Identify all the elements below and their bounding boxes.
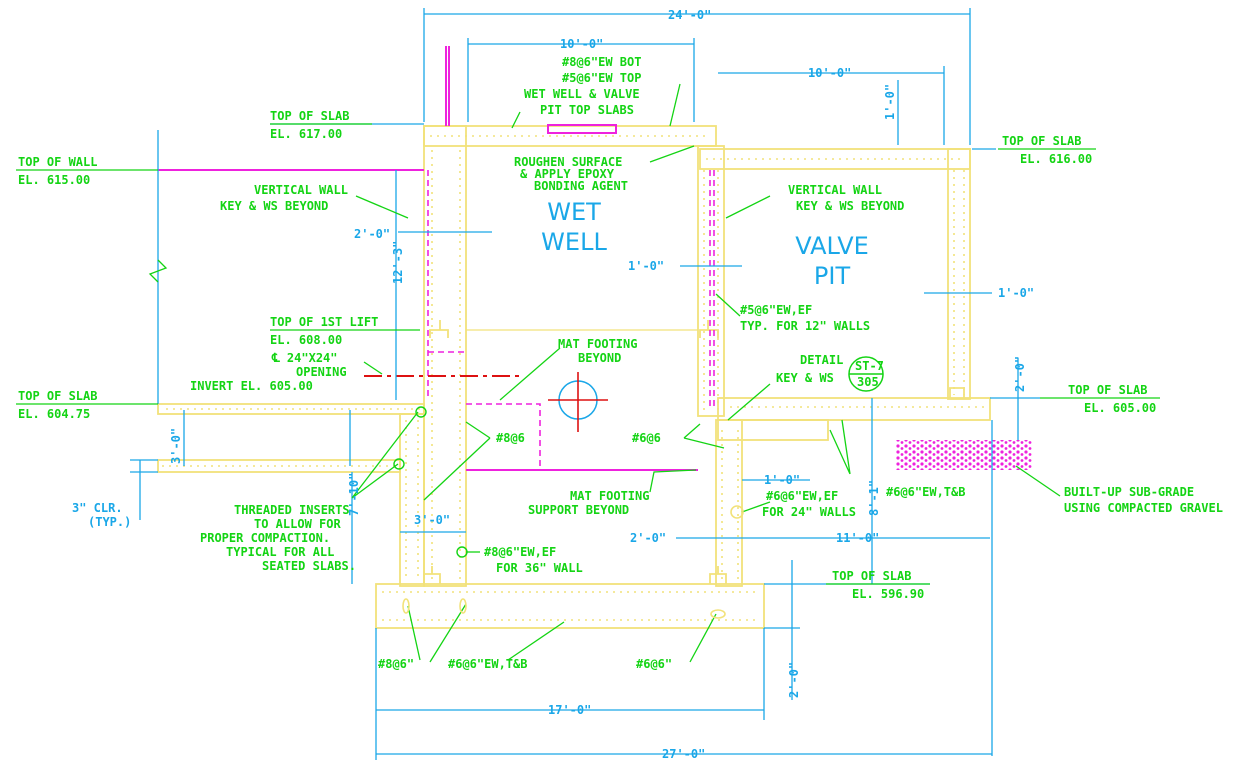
note-for36-1: #8@6"EW,EF <box>484 545 556 559</box>
elev-617-label: TOP OF SLAB <box>270 109 349 123</box>
dim-mid-wall: 1'-0" <box>628 259 664 273</box>
elev-608-label: TOP OF 1ST LIFT <box>270 315 378 329</box>
elev-596-value: EL. 596.90 <box>852 587 924 601</box>
note-threaded-4: TYPICAL FOR ALL <box>226 545 334 559</box>
note-opening-2: OPENING <box>296 365 347 379</box>
dimension-text: 24'-0" 10'-0" 10'-0" 1'-0" 2'-0" 12'-3" … <box>169 8 1034 761</box>
note-roughen-1: ROUGHEN SURFACE <box>514 155 622 169</box>
note-clr-1: 3" CLR. <box>72 501 123 515</box>
note-bar-8-6: #8@6 <box>496 431 525 445</box>
note-roughen-3: BONDING AGENT <box>534 179 628 193</box>
dim-lower-1ft: 1'-0" <box>764 473 800 487</box>
note-opening-1: ℄ 24"X24" <box>271 351 338 365</box>
pink-elements <box>158 46 1032 471</box>
dim-overall-bottom: 27'-0" <box>662 747 705 761</box>
elev-605-value: EL. 605.00 <box>1084 401 1156 415</box>
note-detail-2: KEY & WS <box>776 371 834 385</box>
note-detail-1: DETAIL <box>800 353 843 367</box>
note-vwall-left-1: VERTICAL WALL <box>254 183 348 197</box>
gravel-hatch <box>896 440 1032 470</box>
note-bar-6-6: #6@6 <box>632 431 661 445</box>
dim-overall-top: 24'-0" <box>668 8 711 22</box>
room-labels: WET WELL VALVE PIT <box>541 198 869 290</box>
note-bot-8: #8@6" <box>378 657 414 671</box>
note-top-rebar-4: PIT TOP SLABS <box>540 103 634 117</box>
note-top-rebar-1: #8@6"EW BOT <box>562 55 641 69</box>
note-vwall-right-2: KEY & WS BEYOND <box>796 199 904 213</box>
note-vwall-left-2: KEY & WS BEYOND <box>220 199 328 213</box>
detail-tag-top: ST-7 <box>855 359 884 373</box>
dim-valve-slab-thk: 1'-0" <box>883 84 897 120</box>
elev-605-label: TOP OF SLAB <box>1068 383 1147 397</box>
dim-eight: 8'-1" <box>867 480 881 516</box>
dim-bottom-3ft: 3'-0" <box>414 513 450 527</box>
leader-lines <box>148 83 1061 663</box>
elev-616-value: EL. 616.00 <box>1020 152 1092 166</box>
note-mat-support-1: MAT FOOTING <box>570 489 649 503</box>
notes: #8@6"EW BOT #5@6"EW TOP WET WELL & VALVE… <box>72 55 1223 671</box>
dim-footing-17: 17'-0" <box>548 703 591 717</box>
note-threaded-1: THREADED INSERTS <box>234 503 350 517</box>
dimension-lines <box>16 8 1160 760</box>
elev-617-value: EL. 617.00 <box>270 127 342 141</box>
note-typ12-1: #5@6"EW,EF <box>740 303 812 317</box>
note-threaded-2: TO ALLOW FOR <box>254 517 341 531</box>
note-mat-beyond-1: MAT FOOTING <box>558 337 637 351</box>
note-roughen-2: & APPLY EPOXY <box>520 167 615 181</box>
dim-left-10: 7'-10" <box>347 473 361 516</box>
elev-596-label: TOP OF SLAB <box>832 569 911 583</box>
dim-right-2ft: 2'-0" <box>1013 356 1027 392</box>
note-mat-support-2: SUPPORT BEYOND <box>528 503 629 517</box>
note-threaded-3: PROPER COMPACTION. <box>200 531 330 545</box>
dim-footing-2ft: 2'-0" <box>787 662 801 698</box>
dim-left-3ft: 3'-0" <box>169 428 183 464</box>
valve-pit-label-1: VALVE <box>795 232 869 260</box>
dim-eleven: 11'-0" <box>836 531 879 545</box>
note-opening-3: INVERT EL. 605.00 <box>190 379 313 393</box>
wet-well-label-1: WET <box>547 198 601 226</box>
opening-centerline <box>364 372 608 432</box>
note-threaded-5: SEATED SLABS. <box>262 559 356 573</box>
note-mat-beyond-2: BEYOND <box>578 351 621 365</box>
elev-604-label: TOP OF SLAB <box>18 389 97 403</box>
elev-608-value: EL. 608.00 <box>270 333 342 347</box>
note-clr-2: (TYP.) <box>88 515 131 529</box>
elev-615-label: TOP OF WALL <box>18 155 97 169</box>
dim-right-wall: 1'-0" <box>998 286 1034 300</box>
note-built-up-1: BUILT-UP SUB-GRADE <box>1064 485 1194 499</box>
note-top-rebar-2: #5@6"EW TOP <box>562 71 641 85</box>
valve-pit-label-2: PIT <box>814 262 851 290</box>
dim-wet-well-width: 10'-0" <box>560 37 603 51</box>
note-bot-6: #6@6" <box>636 657 672 671</box>
note-for24-2: FOR 24" WALLS <box>762 505 856 519</box>
dim-valve-pit-width: 10'-0" <box>808 66 851 80</box>
note-for36-2: FOR 36" WALL <box>496 561 583 575</box>
note-top-rebar-3: WET WELL & VALVE <box>524 87 640 101</box>
note-built-up-2: USING COMPACTED GRAVEL <box>1064 501 1223 515</box>
note-for24-1: #6@6"EW,EF <box>766 489 838 503</box>
note-tb-right: #6@6"EW,T&B <box>886 485 965 499</box>
elevation-labels: TOP OF SLAB EL. 617.00 TOP OF WALL EL. 6… <box>18 109 1156 601</box>
note-vwall-right-1: VERTICAL WALL <box>788 183 882 197</box>
wet-well-label-2: WELL <box>541 228 607 256</box>
note-bot-6tb: #6@6"EW,T&B <box>448 657 527 671</box>
elev-616-label: TOP OF SLAB <box>1002 134 1081 148</box>
dim-wall-height: 12'-3" <box>391 241 405 284</box>
dim-lower-2ft: 2'-0" <box>630 531 666 545</box>
dim-left-wall: 2'-0" <box>354 227 390 241</box>
elev-615-value: EL. 615.00 <box>18 173 90 187</box>
note-typ12-2: TYP. FOR 12" WALLS <box>740 319 870 333</box>
detail-tag-bottom: 305 <box>857 375 879 389</box>
elev-604-value: EL. 604.75 <box>18 407 90 421</box>
